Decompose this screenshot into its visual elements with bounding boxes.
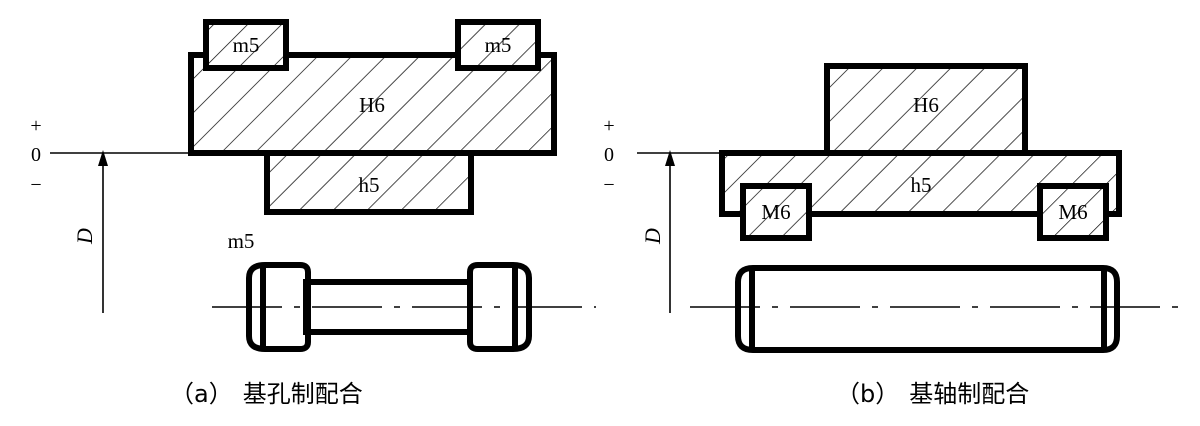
dimension-label-b: D [640, 228, 665, 245]
caption-b: （b） 基轴制配合 [836, 380, 1029, 408]
zone-label-right-a: m5 [485, 33, 512, 57]
zone-label-shaft-b: h5 [911, 173, 932, 197]
transition-zone-left-a [203, 19, 289, 71]
caption-text-b: 基轴制配合 [909, 380, 1029, 408]
caption-text-a: 基孔制配合 [243, 380, 363, 408]
zone-label-hole-a: H6 [359, 93, 385, 117]
caption-a: （a） 基孔制配合 [170, 380, 363, 408]
dimension-arrow-a [98, 150, 108, 166]
plus-sign-a: + [30, 115, 41, 137]
shaft-zone-h5-a [264, 150, 474, 215]
zone-label-right-b: M6 [1058, 200, 1087, 224]
hole-zone-H6-b [824, 63, 1028, 156]
zone-label-left-b: M6 [761, 200, 790, 224]
hole-zone-H6-a [188, 52, 557, 156]
zone-label-shaft-a: h5 [359, 173, 380, 197]
plain-shaft-b [690, 265, 1178, 353]
transition-zone-left-b [740, 183, 812, 241]
shaft-label-a: m5 [228, 229, 255, 253]
stepped-shaft-a [212, 262, 596, 352]
transition-zone-right-a [455, 19, 541, 71]
caption-tag-b: （b） [836, 380, 899, 408]
figure-b: + 0 − D H6 h5 M6 M6 （b） 基轴制配合 [603, 63, 1178, 408]
transition-zone-right-b [1037, 183, 1109, 241]
figure-a: + 0 − D H6 m5 m5 h5 m5 （a） 基孔制配合 [30, 19, 596, 408]
caption-tag-a: （a） [170, 380, 233, 408]
dimension-arrow-b [665, 150, 675, 166]
minus-sign-a: − [30, 174, 41, 196]
zero-sign-a: 0 [31, 144, 41, 166]
zone-label-left-a: m5 [233, 33, 260, 57]
plus-sign-b: + [603, 115, 614, 137]
dimension-label-a: D [72, 228, 97, 245]
minus-sign-b: − [603, 174, 614, 196]
zone-label-hole-b: H6 [913, 93, 939, 117]
zero-sign-b: 0 [604, 144, 614, 166]
